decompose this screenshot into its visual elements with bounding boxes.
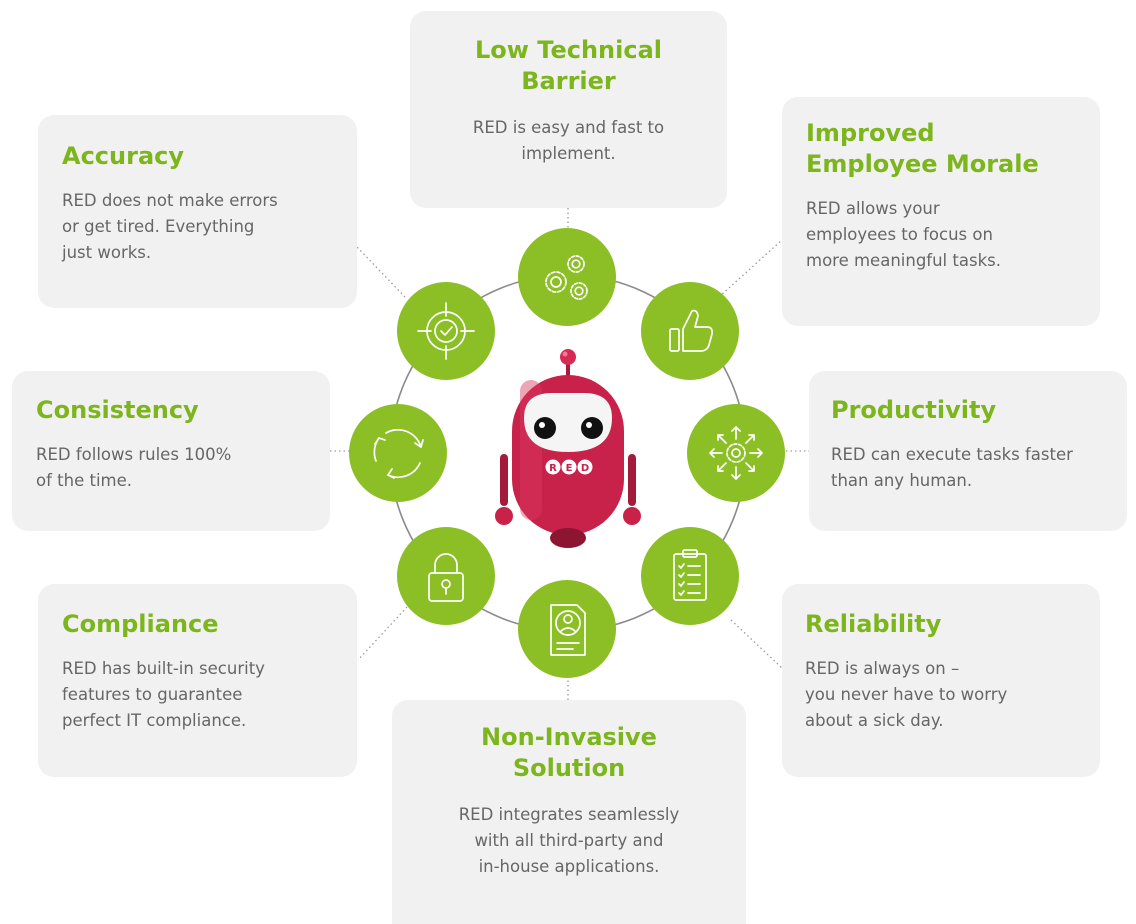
card-body: RED is always on – you never have to wor… [805, 656, 1100, 734]
card-title: Compliance [62, 610, 219, 638]
gears-icon [518, 228, 616, 326]
card-reliability: Reliability RED is always on – you never… [782, 584, 1100, 777]
card-body-line: RED is always on – [805, 659, 960, 678]
card-improved-employee-morale: Improved Employee Morale RED allows your… [782, 97, 1100, 326]
card-compliance: Compliance RED has built-in security fea… [38, 584, 357, 777]
card-body-line: RED is easy and fast to [472, 118, 665, 137]
card-body-line: implement. [521, 144, 616, 163]
card-body-line: RED can execute tasks faster [831, 445, 1073, 464]
card-body-line: features to guarantee [62, 685, 243, 704]
thumbs-up-icon [641, 282, 739, 380]
card-body: RED does not make errors or get tired. E… [62, 188, 357, 266]
card-body: RED can execute tasks faster than any hu… [831, 442, 1127, 494]
card-body-line: or get tired. Everything [62, 217, 255, 236]
clipboard-checklist-icon [641, 527, 739, 625]
card-title-line: Barrier [521, 67, 616, 95]
card-body-line: with all third-party and [474, 831, 664, 850]
card-title: Productivity [831, 396, 997, 424]
card-title: Accuracy [62, 142, 185, 170]
card-body: RED has built-in security features to gu… [62, 656, 357, 734]
card-title: Non-Invasive Solution [392, 722, 746, 784]
card-body-line: RED has built-in security [62, 659, 265, 678]
padlock-icon [397, 527, 495, 625]
card-non-invasive-solution: Non-Invasive Solution RED integrates sea… [392, 700, 746, 924]
card-productivity: Productivity RED can execute tasks faste… [809, 371, 1127, 531]
connectors [330, 208, 809, 700]
card-body-line: RED allows your [806, 199, 940, 218]
card-body-line: about a sick day. [805, 711, 944, 730]
card-title-line: Employee Morale [806, 150, 1039, 178]
robot-badge-letter-e: E [566, 463, 573, 474]
card-body-line: RED does not make errors [62, 191, 278, 210]
card-title-line: Solution [512, 754, 626, 782]
card-title: Consistency [36, 396, 199, 424]
card-body-line: more meaningful tasks. [806, 251, 1001, 270]
card-body-line: than any human. [831, 471, 973, 490]
robot-badge-letter-r: R [549, 463, 557, 474]
card-body-line: RED integrates seamlessly [458, 805, 680, 824]
card-consistency: Consistency RED follows rules 100% of th… [12, 371, 330, 531]
card-body-line: in-house applications. [478, 857, 660, 876]
target-check-icon [397, 282, 495, 380]
card-title-line: Low Technical [474, 36, 663, 64]
connector-bottom-right [730, 619, 783, 669]
connector-top-right [718, 239, 783, 298]
cycle-arrows-icon [349, 404, 447, 502]
connector-top-left [356, 246, 406, 298]
card-body-line: just works. [62, 243, 152, 262]
card-title: Reliability [805, 610, 942, 638]
card-title: Improved Employee Morale [806, 118, 1100, 180]
robot-mascot: R E D [495, 349, 641, 548]
card-body: RED integrates seamlessly with all third… [392, 802, 746, 880]
card-title-line: Non-Invasive [481, 723, 657, 751]
arrows-out-gear-icon [687, 404, 785, 502]
robot-badge-letter-d: D [581, 463, 589, 474]
connector-bottom-left [357, 606, 408, 661]
card-body: RED is easy and fast to implement. [410, 115, 727, 167]
card-body: RED allows your employees to focus on mo… [806, 196, 1100, 274]
card-body-line: you never have to worry [805, 685, 1008, 704]
profile-document-icon [518, 580, 616, 678]
card-title-line: Improved [806, 119, 935, 147]
icon-nodes [349, 228, 785, 678]
card-body-line: perfect IT compliance. [62, 711, 247, 730]
card-body-line: employees to focus on [806, 225, 993, 244]
card-accuracy: Accuracy RED does not make errors or get… [38, 115, 357, 308]
card-low-technical-barrier: Low Technical Barrier RED is easy and fa… [410, 11, 727, 208]
card-body: RED follows rules 100% of the time. [36, 442, 330, 494]
card-body-line: of the time. [36, 471, 132, 490]
card-title: Low Technical Barrier [410, 35, 727, 97]
card-body-line: RED follows rules 100% [36, 445, 232, 464]
